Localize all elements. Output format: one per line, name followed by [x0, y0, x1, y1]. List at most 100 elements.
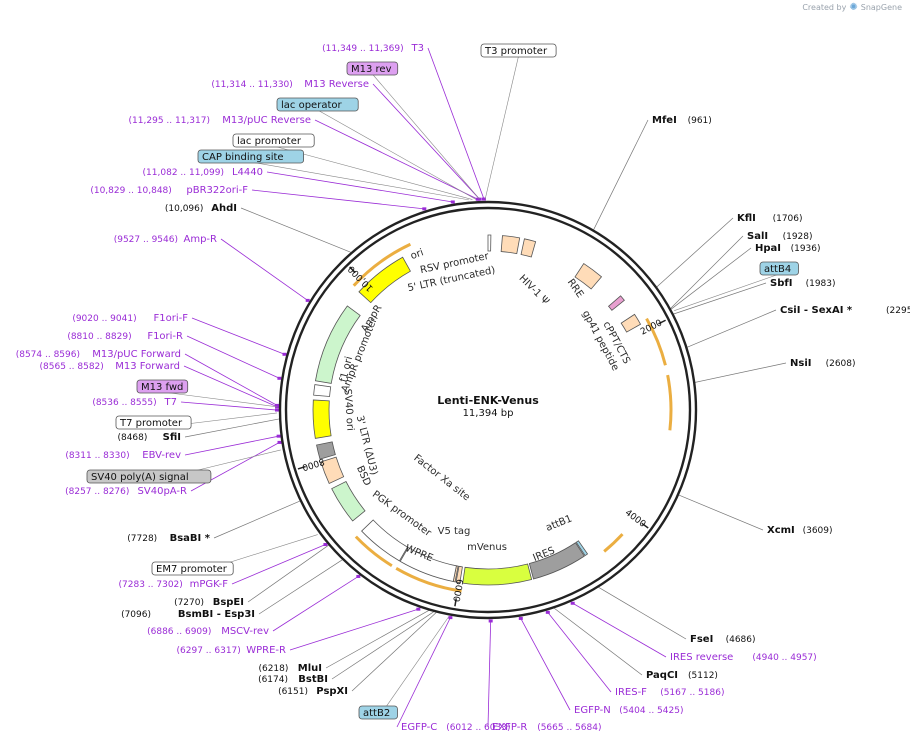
created-by-text: Created by	[802, 3, 847, 12]
enzyme-name: SalI	[747, 231, 768, 242]
enzyme-name: KflI	[737, 213, 756, 224]
enzyme-name: HpaI	[755, 243, 781, 254]
primer-location: (11,314 .. 11,330)	[211, 80, 292, 90]
primer-location: (11,349 .. 11,369)	[322, 44, 403, 54]
highlight-arc	[395, 567, 462, 593]
enzyme-leader	[598, 587, 687, 640]
tick-mark	[658, 319, 666, 325]
enzyme-leader	[687, 309, 777, 348]
tick-label: 6000	[450, 578, 464, 603]
primer-location: (5665 .. 5684)	[537, 723, 601, 733]
primer-location: (6297 .. 6317)	[177, 646, 241, 656]
box-leader	[162, 391, 278, 408]
primer-name: F1ori-F	[154, 313, 189, 324]
highlight-arc	[666, 374, 673, 431]
tick-mark	[454, 598, 457, 607]
center-title: Lenti-ENK-Venus 11,394 bp	[437, 394, 539, 419]
lac-operator-box-label: lac operator	[281, 100, 342, 111]
primer-name: EBV-rev	[142, 450, 181, 461]
sv40-poly-a-signal-box-label: SV40 poly(A) signal	[91, 472, 189, 483]
enzyme-leader	[240, 207, 351, 253]
enzyme-leader	[678, 494, 764, 531]
primer-name: L4440	[232, 167, 263, 178]
primer-name: T3	[411, 43, 424, 54]
attb1-label: attB1	[544, 513, 573, 533]
tick-label: 8000	[300, 456, 325, 472]
primer-location: (9020 .. 9041)	[72, 314, 136, 324]
enzyme-name: SfiI	[163, 432, 181, 443]
enzyme-leader	[670, 247, 752, 310]
mvenus-arc	[462, 563, 533, 586]
primer-site-mark	[422, 207, 427, 211]
box-leader	[372, 73, 480, 200]
primer-site-mark	[450, 200, 455, 204]
primer-location: (8257 .. 8276)	[65, 487, 129, 497]
primer-name: M13 Forward	[115, 361, 180, 372]
backbone-outer-strand	[278, 200, 698, 620]
primer-leader	[266, 171, 453, 203]
ires-arc	[528, 542, 585, 580]
ampr-promoter-arc	[313, 384, 332, 397]
enzyme-location: (7728)	[127, 534, 157, 544]
primer-leader	[272, 576, 359, 632]
primer-name: M13/pUC Reverse	[222, 115, 311, 126]
enzyme-leader	[331, 611, 434, 680]
primer-site-mark	[416, 607, 421, 611]
primer-site-mark	[570, 601, 575, 605]
box-leader	[250, 161, 469, 201]
enzyme-location: (1706)	[773, 214, 803, 224]
attb2-box-label: attB2	[363, 708, 390, 719]
primer-leader	[186, 335, 280, 379]
enzyme-location: (5112)	[688, 671, 718, 681]
snapgene-brand-text: SnapGene	[860, 3, 902, 12]
t3-promoter-box	[480, 43, 557, 58]
cap-binding-site-box	[197, 149, 304, 164]
factor-xa-site-label: Factor Xa site	[411, 453, 471, 504]
rsv-promoter-arc	[487, 234, 492, 252]
primer-leader	[572, 602, 667, 658]
enzyme-location: (1928)	[783, 232, 813, 242]
primer-leader	[180, 401, 278, 411]
gp41-peptide-arc	[607, 295, 625, 311]
primer-leader	[231, 544, 326, 585]
primer-site-mark	[475, 197, 480, 201]
box-leader	[273, 145, 473, 200]
enzyme-leader	[325, 610, 429, 669]
primer-location: (8311 .. 8330)	[65, 451, 129, 461]
primer-leader	[184, 435, 279, 456]
primer-leader	[520, 618, 571, 711]
sv40-ori-arc	[316, 441, 336, 460]
highlight-arc	[645, 317, 667, 366]
enzyme-location: (6218)	[258, 664, 288, 674]
primer-site-mark	[481, 197, 486, 201]
enzyme-location: (7096)	[121, 610, 151, 620]
enzyme-location: (6151)	[278, 687, 308, 697]
primer-leader	[190, 442, 280, 492]
enzyme-name: MfeI	[652, 115, 677, 126]
primer-leader	[487, 620, 492, 728]
backbone-inner-strand	[284, 206, 692, 614]
primer-location: (8810 .. 8829)	[67, 332, 131, 342]
primer-name: EXFP-R	[492, 722, 527, 733]
primer-name: Amp-R	[184, 234, 218, 245]
primer-leader	[289, 608, 419, 651]
enzyme-name: FseI	[690, 634, 713, 645]
enzyme-leader	[656, 217, 734, 288]
cppt-cts-arc	[620, 313, 642, 333]
primer-name: M13 Reverse	[304, 79, 369, 90]
primer-location: (8536 .. 8555)	[92, 398, 156, 408]
attb2-box	[358, 705, 398, 720]
primer-location: (7283 .. 7302)	[119, 580, 183, 590]
primer-name: pBR322ori-F	[186, 185, 248, 196]
sv40-poly-a-signal-box	[86, 469, 212, 484]
em7-promoter-box-label: EM7 promoter	[156, 564, 228, 575]
enzyme-leader	[351, 612, 437, 692]
primer-leader	[184, 353, 278, 406]
mvenus-label: mVenus	[467, 542, 507, 553]
enzyme-name: BsmBI - Esp3I	[178, 609, 255, 620]
enzyme-location: (6174)	[258, 675, 288, 685]
enzyme-name: BsaBI *	[170, 533, 211, 544]
enzyme-location: (4686)	[726, 635, 756, 645]
primer-name: WPRE-R	[246, 645, 286, 656]
